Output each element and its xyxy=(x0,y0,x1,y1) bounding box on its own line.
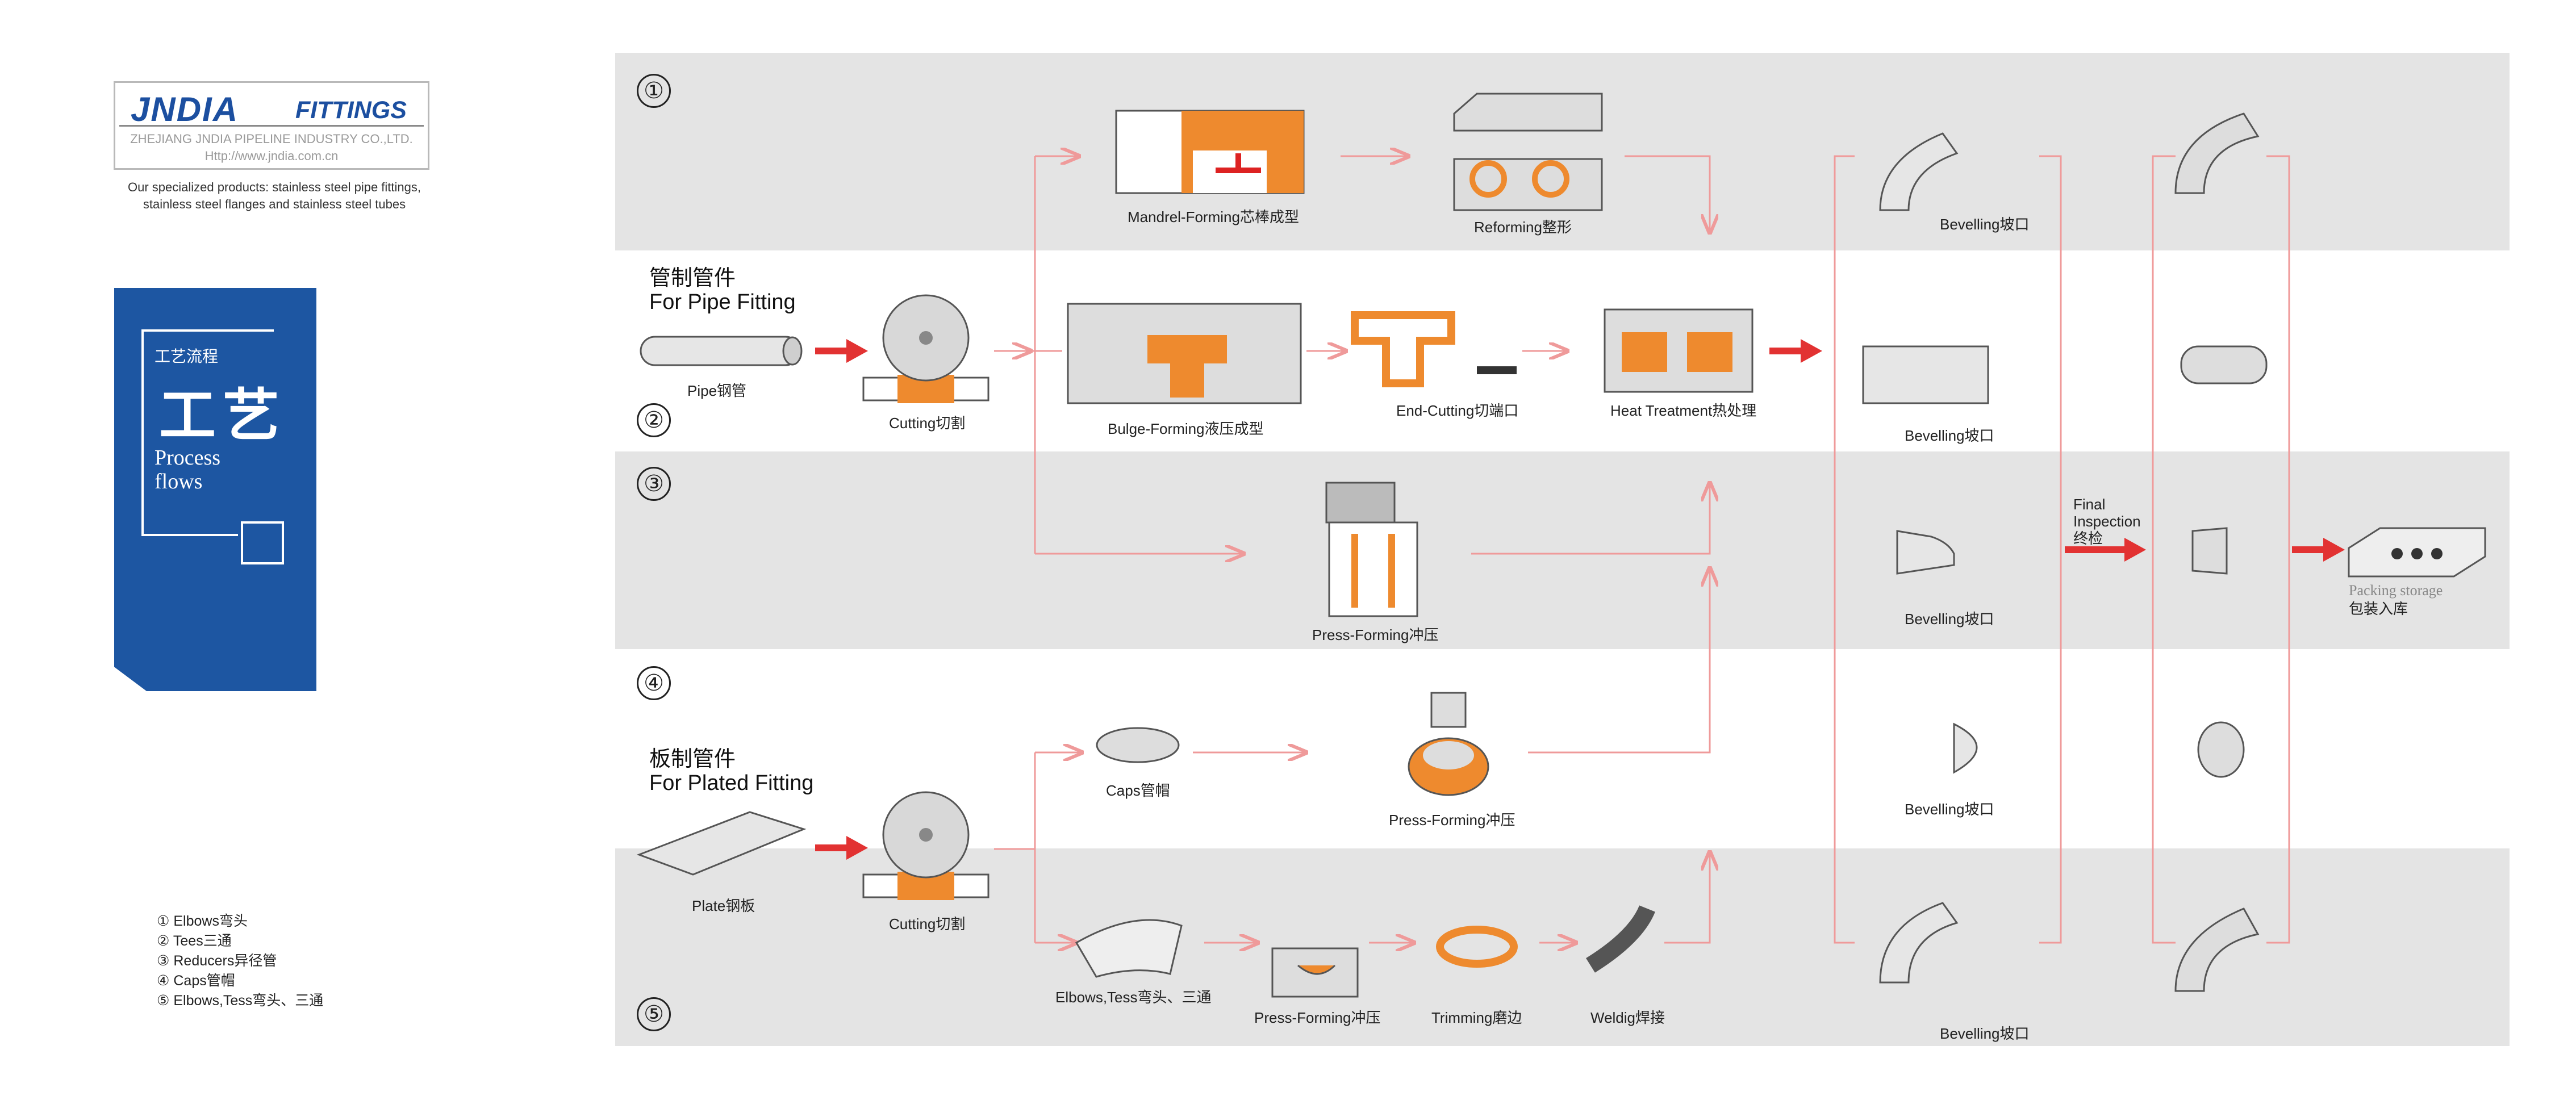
legend-item: ③ Reducers异径管 xyxy=(157,953,277,969)
company-name: ZHEJIANG JNDIA PIPELINE INDUSTRY CO.,LTD… xyxy=(130,132,413,146)
legend-item: ④ Caps管帽 xyxy=(157,973,235,989)
bevel-reducer-3 xyxy=(1896,530,1955,575)
tagline: Our specialized products: stainless stee… xyxy=(127,180,421,211)
pipe-fitting-en: For Pipe Fitting xyxy=(649,290,796,314)
bevel-elbow-1 xyxy=(1879,132,1959,211)
label-bulge: Bulge-Forming液压成型 xyxy=(1108,420,1264,437)
welded-elbow-image xyxy=(1586,905,1655,973)
press-forming-5-image xyxy=(1271,947,1359,998)
press-forming-4-image xyxy=(1408,692,1489,796)
logo-frame xyxy=(114,81,429,170)
panel-title-small: 工艺流程 xyxy=(155,348,219,365)
panel-frame-bottom xyxy=(141,534,238,536)
legend-item: ① Elbows弯头 xyxy=(157,913,248,929)
row-number-4: ④ xyxy=(637,666,671,700)
cutting-saw-2 xyxy=(862,791,990,900)
row-number-3: ③ xyxy=(637,467,671,501)
bevel-elbow-5 xyxy=(1879,902,1959,984)
panel-square xyxy=(241,521,284,564)
plate-fitting-en: For Plated Fitting xyxy=(649,771,814,795)
panel-frame xyxy=(141,329,274,536)
finished-reducer-3 xyxy=(2191,527,2228,575)
elbow-blank-image xyxy=(1075,919,1183,978)
label-welding: Weldig焊接 xyxy=(1590,1009,1665,1026)
reforming-image xyxy=(1453,93,1603,211)
finished-elbow-1 xyxy=(2174,112,2260,194)
bulge-forming-image xyxy=(1067,303,1302,404)
legend-item: ② Tees三通 xyxy=(157,933,232,949)
label-pipe: Pipe钢管 xyxy=(687,382,747,399)
logo-brand: JNDIA xyxy=(131,90,239,128)
label-bevelling-4: Bevelling坡口 xyxy=(1905,801,1994,818)
label-bevelling-1: Bevelling坡口 xyxy=(1940,216,2030,233)
plate-image xyxy=(636,811,807,876)
panel-title-en: Process flows xyxy=(155,446,221,493)
cap-blank-image xyxy=(1096,727,1180,763)
label-reforming: Reforming整形 xyxy=(1474,219,1572,236)
row-number-2: ② xyxy=(637,403,671,437)
label-mandrel: Mandrel-Forming芯棒成型 xyxy=(1128,208,1299,225)
bevel-cap-4 xyxy=(1953,722,1978,774)
label-press-5: Press-Forming冲压 xyxy=(1254,1009,1381,1026)
label-press-4: Press-Forming冲压 xyxy=(1389,812,1515,829)
logo-fittings: FITTINGS xyxy=(295,97,407,124)
panel-title-big: 工艺 xyxy=(159,382,286,449)
label-packing-cn: 包装入库 xyxy=(2349,600,2408,617)
cutting-saw-1 xyxy=(862,294,990,403)
press-forming-3-image xyxy=(1325,482,1418,617)
label-cutting-2: Cutting切割 xyxy=(889,915,966,932)
row-number-1: ① xyxy=(637,74,671,108)
process-panel xyxy=(114,288,316,691)
heat-treatment-image xyxy=(1604,308,1753,393)
packing-image xyxy=(2348,527,2486,578)
logo-divider xyxy=(119,125,424,127)
label-final-inspection: Final Inspection 终检 xyxy=(2073,496,2141,547)
label-press-3: Press-Forming冲压 xyxy=(1312,626,1439,643)
company-url[interactable]: Http://www.jndia.com.cn xyxy=(204,149,339,163)
trimmed-ring-image xyxy=(1436,926,1518,968)
label-bevelling-2: Bevelling坡口 xyxy=(1905,427,1994,444)
label-plate: Plate钢板 xyxy=(692,897,755,914)
mandrel-image xyxy=(1115,110,1305,194)
pipe-image xyxy=(640,336,803,366)
bevel-tee-2 xyxy=(1862,345,1989,404)
legend: ① Elbows弯头 ② Tees三通 ③ Reducers异径管 ④ Caps… xyxy=(157,911,323,1011)
row-number-5: ⑤ xyxy=(637,997,671,1031)
finished-cap-4 xyxy=(2197,721,2245,778)
label-heat-treatment: Heat Treatment热处理 xyxy=(1610,402,1757,419)
end-cutting-image xyxy=(1351,311,1517,387)
pipe-fitting-cn: 管制管件 xyxy=(649,266,736,290)
plate-fitting-cn: 板制管件 xyxy=(649,747,736,771)
label-elbows-tees: Elbows,Tess弯头、三通 xyxy=(1055,989,1212,1006)
label-end-cutting: End-Cutting切端口 xyxy=(1396,402,1519,419)
finished-tee-2 xyxy=(2180,345,2268,384)
label-bevelling-5: Bevelling坡口 xyxy=(1940,1025,2030,1042)
finished-elbow-5 xyxy=(2174,907,2260,992)
label-bevelling-3: Bevelling坡口 xyxy=(1905,610,1994,628)
label-trimming: Trimming磨边 xyxy=(1431,1009,1522,1026)
label-caps: Caps管帽 xyxy=(1106,782,1170,799)
legend-item: ⑤ Elbows,Tess弯头、三通 xyxy=(157,993,324,1009)
label-packing-en: Packing storage xyxy=(2349,582,2443,599)
label-cutting-1: Cutting切割 xyxy=(889,415,966,432)
